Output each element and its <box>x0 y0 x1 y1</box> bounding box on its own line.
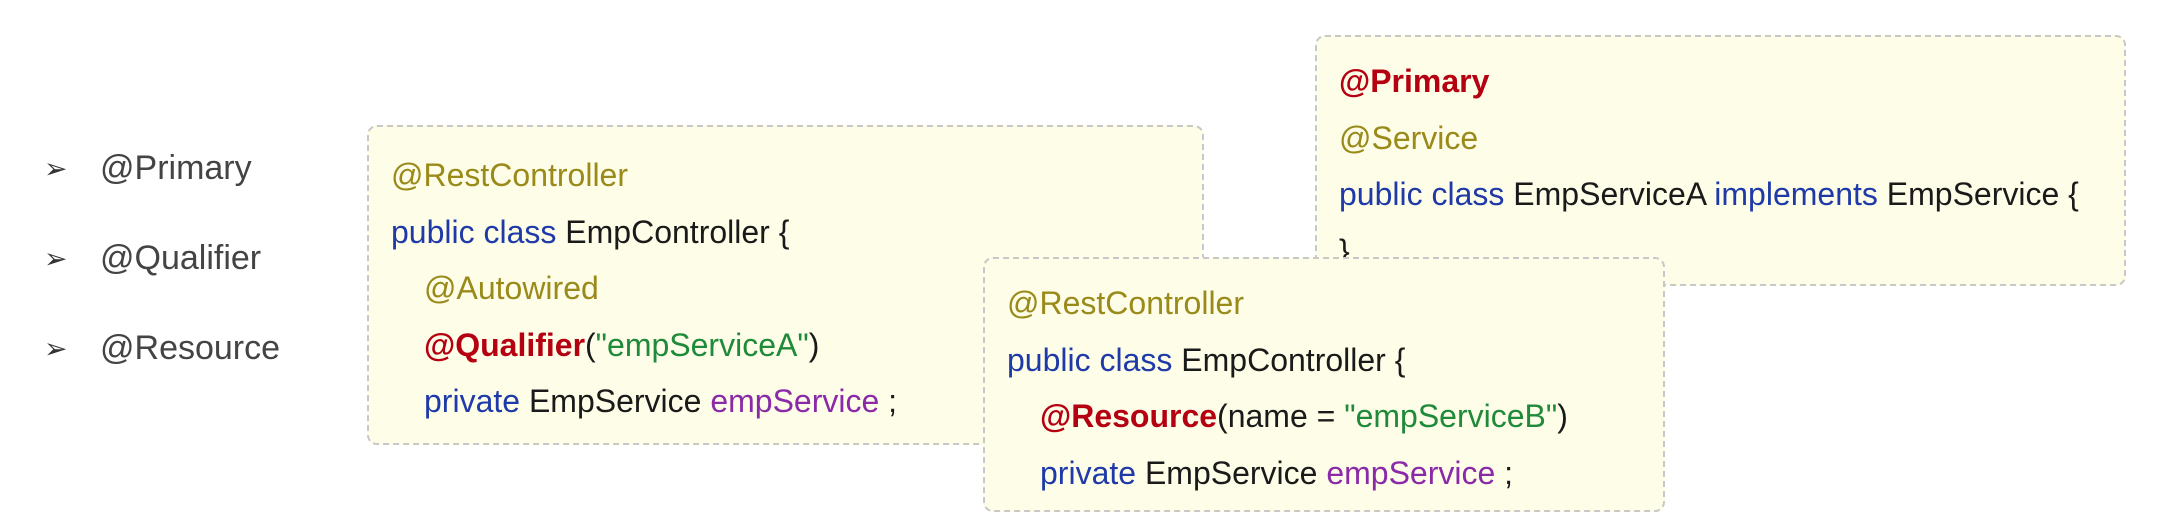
class-name-token: EmpController { <box>1181 341 1406 378</box>
code-line: @Service <box>1339 110 2102 167</box>
bullet-qualifier: ➢ @Qualifier <box>44 236 261 280</box>
annotation-token: @Autowired <box>424 270 599 306</box>
highlighted-annotation-token: @Resource <box>1040 398 1218 434</box>
class-name-token: EmpController { <box>565 213 790 250</box>
annotation-token: @RestController <box>1007 285 1244 321</box>
semicolon-token: ; <box>1504 454 1514 491</box>
string-token: "empServiceA" <box>595 326 809 363</box>
annotation-token: @Service <box>1339 119 1479 156</box>
keyword-token: private <box>1040 454 1137 491</box>
variable-token: empService <box>710 383 880 419</box>
code-line: @RestController <box>1007 275 1641 332</box>
bullet-resource: ➢ @Resource <box>44 326 280 370</box>
bullet-label: @Qualifier <box>100 238 262 277</box>
code-line: public class EmpController { <box>391 204 1180 261</box>
keyword-token: public class <box>1339 176 1505 212</box>
interface-token: EmpService { <box>1886 176 2079 212</box>
code-line: @Primary <box>1339 53 2102 110</box>
variable-token: empService <box>1326 454 1496 491</box>
string-token: "empServiceB" <box>1344 398 1558 434</box>
code-line: private EmpService empService ; <box>391 373 1180 430</box>
class-name-token: EmpServiceA <box>1513 176 1706 212</box>
paren-token: (name = <box>1217 398 1345 434</box>
paren-token: ) <box>808 326 820 363</box>
code-line: } <box>1339 223 2102 280</box>
paren-token: ( <box>585 326 596 363</box>
keyword-token: implements <box>1714 176 1878 212</box>
highlighted-annotation-token: @Qualifier <box>424 326 586 363</box>
highlighted-annotation-token: @Primary <box>1339 63 1490 99</box>
arrow-bullet-icon: ➢ <box>44 152 68 184</box>
type-token: EmpService <box>528 383 702 419</box>
bullet-label: @Resource <box>100 328 281 367</box>
keyword-token: public class <box>391 213 557 250</box>
code-line: public class EmpServiceA implements EmpS… <box>1339 166 2102 223</box>
code-line: private EmpService empService ; <box>1007 445 1641 502</box>
bullet-label: @Primary <box>100 148 252 187</box>
code-block-resource: @RestController public class EmpControll… <box>983 257 1665 512</box>
semicolon-token: ; <box>888 383 898 419</box>
code-line: @RestController <box>391 147 1180 204</box>
code-block-primary: @Primary @Service public class EmpServic… <box>1315 35 2126 286</box>
paren-token: ) <box>1557 398 1568 434</box>
keyword-token: private <box>424 383 521 419</box>
code-line: @Resource(name = "empServiceB") <box>1007 388 1641 445</box>
annotation-token: @RestController <box>391 157 628 193</box>
code-line: public class EmpController { <box>1007 332 1641 389</box>
type-token: EmpService <box>1144 454 1318 491</box>
arrow-bullet-icon: ➢ <box>44 332 68 364</box>
code-line: @Autowired <box>391 260 1180 317</box>
bullet-primary: ➢ @Primary <box>44 146 252 190</box>
brace-token: } <box>1339 232 1350 269</box>
keyword-token: public class <box>1007 341 1173 378</box>
code-line: @Qualifier("empServiceA") <box>391 317 1180 374</box>
arrow-bullet-icon: ➢ <box>44 242 68 274</box>
